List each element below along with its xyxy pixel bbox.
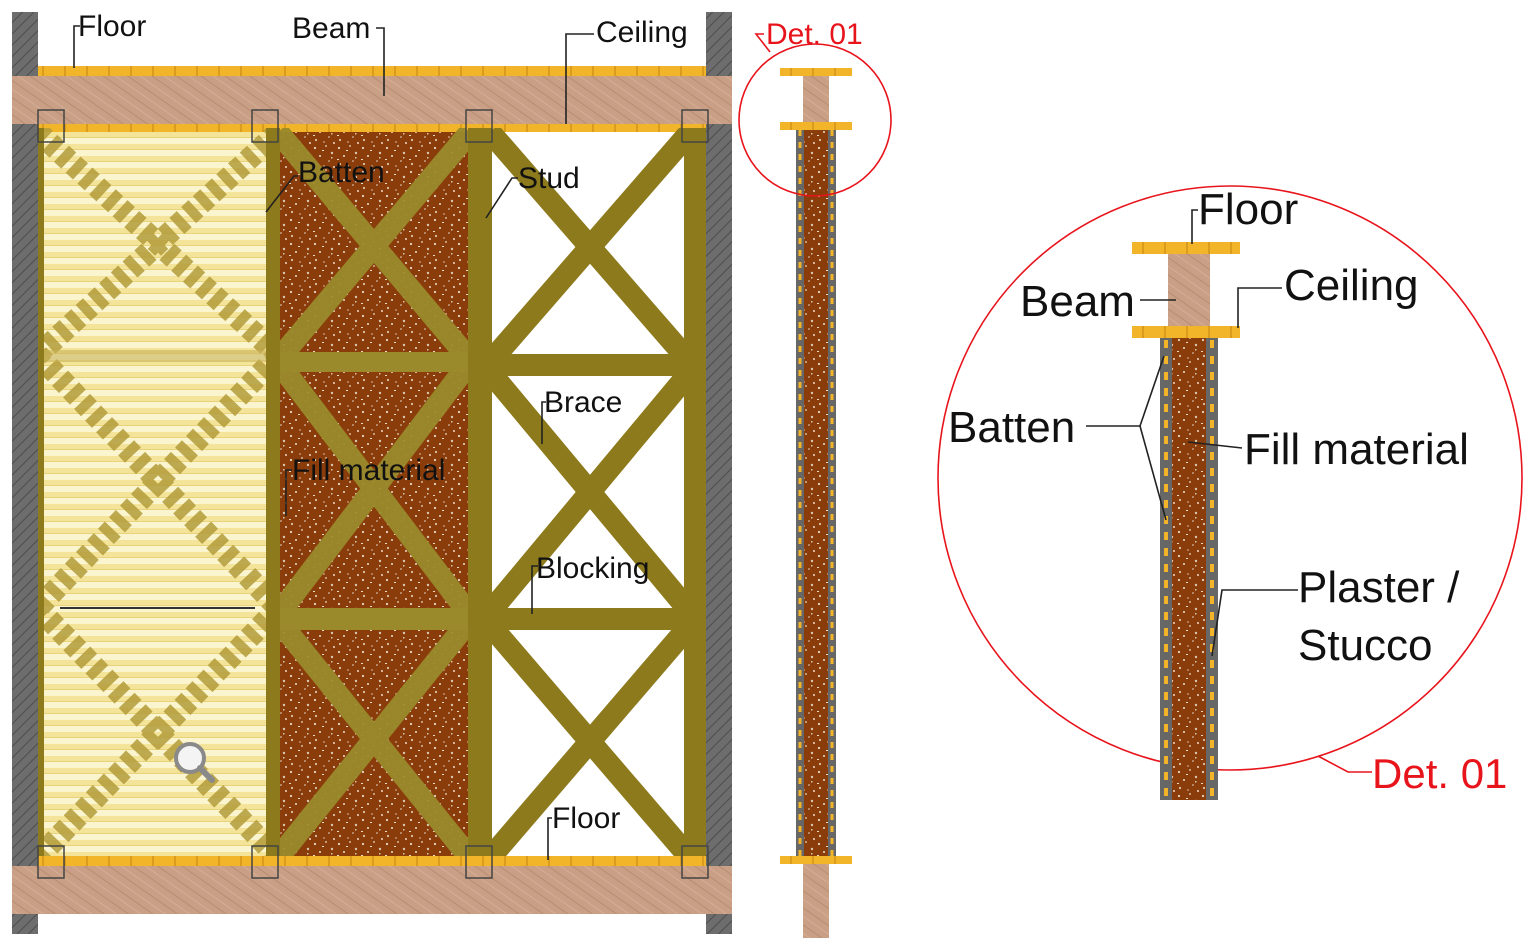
leader-brace	[541, 401, 546, 444]
right-panel-frame	[470, 128, 688, 858]
top-floor-boards	[38, 66, 706, 76]
leader-floor-top	[73, 25, 80, 68]
detail-leader-fill	[1187, 441, 1243, 449]
blocking-lower	[470, 608, 688, 630]
stud-3	[468, 128, 492, 858]
left-panel-battens	[38, 128, 278, 858]
detail-leader-ceiling	[1237, 287, 1282, 328]
label-brace: Brace	[544, 386, 622, 419]
detail-01: Floor Beam Ceiling Batten Fill material …	[937, 185, 1523, 800]
detail-leader-plaster	[1211, 589, 1298, 657]
section-beam-bottom	[803, 864, 829, 938]
blocking-upper	[470, 354, 688, 376]
label-floor-top: Floor	[78, 10, 146, 43]
leader-floor-bottom	[547, 817, 552, 860]
detail-callout-leader	[754, 33, 771, 53]
label-stud: Stud	[518, 162, 580, 195]
section-ceiling	[780, 122, 852, 130]
right-side-wall	[706, 12, 732, 934]
label-fill-material: Fill material	[292, 454, 445, 487]
detail-label-plaster-line1: Plaster /	[1298, 563, 1460, 612]
detail-callout-label: Det. 01	[766, 18, 863, 51]
joint-markers	[37, 109, 709, 879]
middle-panel-fill	[278, 128, 470, 858]
ceiling-boards	[38, 124, 706, 132]
section-bottom-floor	[780, 856, 852, 864]
detail-label-ceiling: Ceiling	[1284, 261, 1419, 310]
top-beam	[12, 76, 732, 124]
wall-section: Det. 01	[738, 18, 892, 938]
leader-fill	[285, 469, 292, 516]
label-beam: Beam	[292, 12, 370, 45]
detail-leader-floor	[1191, 209, 1198, 244]
label-floor-bottom: Floor	[552, 802, 620, 835]
detail-label-plaster-line2: Stucco	[1298, 621, 1433, 670]
label-ceiling: Ceiling	[596, 16, 688, 49]
detail-floor-boards	[1132, 242, 1240, 254]
stud-1	[38, 128, 44, 858]
section-fill	[804, 130, 828, 856]
detail-leader-batten-b	[1139, 425, 1167, 521]
magnifier-icon[interactable]	[174, 742, 215, 783]
detail-circle	[937, 185, 1523, 771]
section-top-floor	[780, 68, 852, 76]
detail-label-floor: Floor	[1198, 185, 1298, 234]
detail-callout-circle[interactable]	[738, 43, 892, 197]
leader-ceiling	[565, 33, 594, 124]
leader-stud	[485, 177, 518, 219]
bottom-floor-boards	[38, 856, 706, 866]
detail-marker-label: Det. 01	[1372, 750, 1507, 797]
label-blocking: Blocking	[536, 552, 649, 585]
stud-4	[684, 128, 706, 858]
detail-label-batten: Batten	[948, 403, 1075, 452]
stud-2	[266, 128, 280, 858]
detail-ceiling-boards	[1132, 326, 1240, 338]
leader-beam	[376, 27, 385, 96]
leader-blocking	[531, 565, 538, 614]
wall-elevation: Floor Beam Ceiling Batten Stud Brace Fil…	[12, 10, 732, 934]
bottom-beam	[12, 866, 732, 914]
detail-label-fill-material: Fill material	[1244, 425, 1469, 474]
label-batten: Batten	[298, 156, 385, 189]
leader-batten	[265, 175, 298, 213]
section-beam-top	[803, 76, 829, 122]
detail-label-beam: Beam	[1020, 277, 1135, 326]
left-side-wall	[12, 12, 38, 934]
detail-beam	[1168, 254, 1210, 326]
detail-marker-leader	[1317, 755, 1372, 773]
detail-fill	[1172, 338, 1206, 800]
